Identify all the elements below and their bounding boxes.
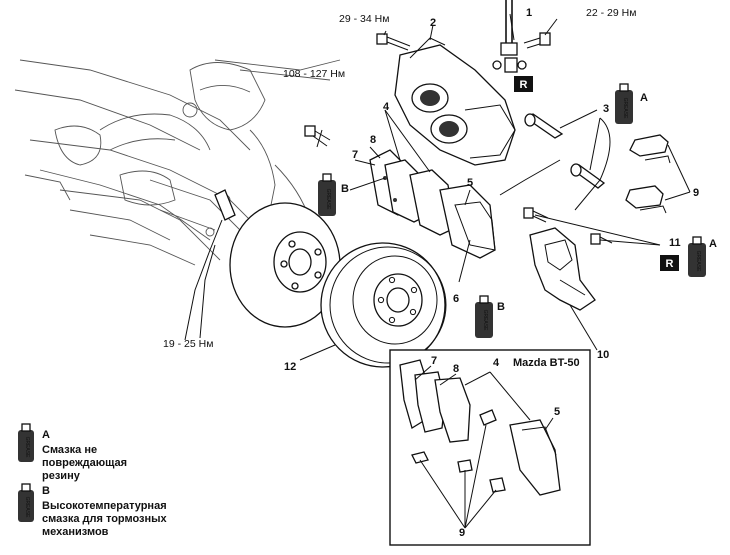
grease-can-a-top: GREASE A [615,83,648,124]
replace-tag-right: R [660,255,679,271]
svg-text:R: R [666,258,674,270]
callout-6: 6 [453,293,459,305]
legend-can-a: GREASE [18,423,34,462]
leader-lines [199,13,691,361]
legend-a-line1: Смазка не [42,444,97,456]
rotor-hub [229,202,341,328]
svg-text:GREASE: GREASE [24,497,30,519]
legend-a-line2: повреждающая [42,457,127,469]
caliper-bracket [529,227,596,311]
legend-b-letter: B [42,485,50,497]
callout-1: 1 [526,7,532,19]
grease-can-a-right: GREASE A [688,236,717,277]
grease-tag-b: B [341,183,349,195]
torque-bolt-right: 22 - 29 Нм [586,7,636,19]
callout-11: 11 [669,237,681,249]
replace-tag-top: R [514,76,533,92]
caliper-body [394,37,516,166]
torque-bolt-top: 29 - 34 Нм [339,13,389,25]
legend: GREASE A Смазка не повреждающая резину G… [18,423,168,538]
svg-text:GREASE: GREASE [325,189,331,211]
svg-text:GREASE: GREASE [695,251,701,273]
brake-hose [492,0,551,73]
abs-sensor-bracket [184,189,236,341]
inset-title: Mazda BT-50 [513,357,580,369]
callout-3: 3 [603,103,609,115]
torque-knuckle: 108 - 127 Нм [283,68,345,80]
svg-text:GREASE: GREASE [622,98,628,120]
guide-pins [524,113,606,189]
brake-disc [320,242,447,368]
grease-tag-a: A [640,92,648,104]
legend-b-line2: смазка для тормозных [42,513,168,525]
knuckle-bolt [304,125,331,147]
callout-10: 10 [597,349,609,361]
callout-7: 7 [352,149,358,161]
inset-callout-4: 4 [493,357,500,369]
bracket-bolts [523,207,613,245]
inset-panel: Mazda BT-50 7 8 4 5 9 [389,349,591,546]
callout-4: 4 [383,101,390,113]
svg-text:R: R [520,79,528,91]
callout-12: 12 [284,361,296,373]
svg-text:GREASE: GREASE [24,437,30,459]
legend-b-line3: механизмов [42,526,109,538]
anti-rattle-clips [625,134,671,214]
caliper-bolt-top [376,33,411,51]
grease-can-b-left: GREASE B [318,173,349,216]
brake-pads-main [369,149,496,259]
grease-tag-a2: A [709,238,717,250]
legend-a-line3: резину [42,470,81,482]
inset-callout-9: 9 [459,527,465,539]
grease-can-b-middle: GREASE B [475,295,505,338]
grease-tag-b2: B [497,301,505,313]
legend-b-line1: Высокотемпературная [42,500,167,512]
callout-2: 2 [430,17,436,29]
inset-callout-7: 7 [431,355,437,367]
legend-can-b: GREASE [18,483,34,522]
torque-lower: 19 - 25 Нм [163,338,213,350]
inset-callout-8: 8 [453,363,459,375]
inset-callout-5: 5 [554,406,560,418]
callout-5: 5 [467,177,473,189]
callout-8: 8 [370,134,376,146]
svg-text:GREASE: GREASE [482,310,488,332]
callout-9: 9 [693,187,699,199]
legend-a-letter: A [42,429,50,441]
